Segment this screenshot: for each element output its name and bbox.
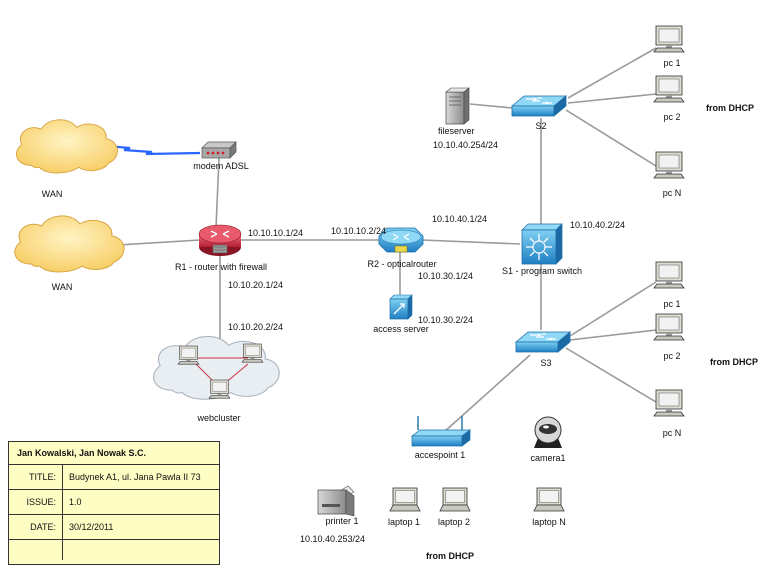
link-s2-fileserver [469, 103, 513, 109]
laptop-1-label: laptop 1 [388, 517, 420, 527]
switch-s2-icon [511, 95, 567, 117]
laptop-1-icon [389, 487, 421, 512]
issue-key: ISSUE: [9, 490, 63, 514]
accesspoint-label: accespoint 1 [415, 450, 466, 460]
issue-value: 1.0 [69, 497, 82, 507]
router-r2-icon [378, 227, 424, 253]
s2-pc-2-icon [653, 75, 685, 103]
webcluster-server-3-icon [208, 379, 231, 399]
wan-top-label: WAN [42, 189, 63, 199]
s3-pc-2-icon [653, 313, 685, 341]
fileserver-label: fileserver [438, 126, 475, 136]
router-r2-ip-right: 10.10.40.1/24 [432, 214, 487, 224]
switch-s1-icon [521, 223, 563, 265]
empty-key [9, 540, 63, 560]
link-s2-pc1 [567, 47, 657, 99]
link-s2-pc2 [567, 93, 657, 104]
webcluster-server-1-icon [177, 345, 200, 365]
router-r1-ip-right: 10.10.10.1/24 [248, 228, 303, 238]
wireless-link-icon [105, 144, 201, 156]
switch-s3-icon [515, 331, 571, 353]
access-server-label: access server [373, 324, 429, 334]
wan-mid-label: WAN [52, 282, 73, 292]
fileserver-icon [445, 87, 470, 125]
laptop-n-icon [533, 487, 565, 512]
switch-s3-label: S3 [540, 358, 551, 368]
printer-ip: 10.10.40.253/24 [300, 534, 365, 544]
link-r2-s1 [421, 239, 521, 245]
date-value: 30/12/2011 [69, 522, 114, 532]
s3-dhcp-label: from DHCP [710, 357, 758, 367]
router-r1-icon [198, 224, 242, 256]
access-server-icon [389, 294, 413, 320]
link-s2-pcn [565, 109, 657, 167]
title-row: TITLE: Budynek A1, ul. Jana Pawla II 73 [9, 465, 219, 490]
date-key: DATE: [9, 515, 63, 539]
fileserver-ip: 10.10.40.254/24 [433, 140, 498, 150]
s3-pc-n-label: pc N [663, 428, 682, 438]
s2-pc-1-icon [653, 25, 685, 53]
access-server-ip: 10.10.30.2/24 [418, 315, 473, 325]
accesspoint-icon [410, 416, 472, 447]
empty-row [9, 540, 219, 560]
s2-pc-2-label: pc 2 [663, 112, 680, 122]
router-r2-ip-down: 10.10.30.1/24 [418, 271, 473, 281]
bottom-dhcp-label: from DHCP [426, 551, 474, 561]
router2-label: R2 - opticalrouter [367, 259, 436, 269]
link-wan-r1 [117, 239, 201, 246]
wan-cloud-top [15, 119, 118, 174]
camera-label: camera1 [530, 453, 565, 463]
s2-pc-n-label: pc N [663, 188, 682, 198]
webcluster-label: webcluster [196, 413, 240, 423]
s3-pc-2-label: pc 2 [663, 351, 680, 361]
laptop-n-label: laptop N [532, 517, 566, 527]
laptop-2-label: laptop 2 [438, 517, 470, 527]
title-value: Budynek A1, ul. Jana Pawla II 73 [69, 472, 201, 482]
webcluster-ip: 10.10.20.2/24 [228, 322, 283, 332]
switch-s2-label: S2 [535, 121, 546, 131]
webcluster-server-2-icon [241, 343, 264, 363]
title-key: TITLE: [9, 465, 63, 489]
empty-value [63, 540, 69, 560]
printer-icon [317, 485, 355, 517]
switch-s1-label: S1 - program switch [502, 266, 582, 276]
issue-row: ISSUE: 1.0 [9, 490, 219, 515]
links [117, 47, 657, 433]
printer-label: printer 1 [325, 516, 358, 526]
link-s3-pc1 [569, 281, 657, 337]
link-s3-pc2 [569, 329, 657, 341]
router-r2-ip-left: 10.10.10.2/24 [331, 226, 386, 236]
title-block: Jan Kowalski, Jan Nowak S.C. TITLE: Budy… [8, 441, 220, 565]
switch-s1-ip: 10.10.40.2/24 [570, 220, 625, 230]
date-row: DATE: 30/12/2011 [9, 515, 219, 540]
title-block-header: Jan Kowalski, Jan Nowak S.C. [9, 442, 219, 465]
laptop-2-icon [439, 487, 471, 512]
s3-pc-n-icon [653, 389, 685, 417]
router-r1-label: R1 - router with firewall [175, 262, 267, 272]
modem-icon [201, 141, 237, 159]
camera-icon [534, 416, 562, 448]
link-s3-pcn [565, 347, 657, 403]
s3-pc-1-label: pc 1 [663, 299, 680, 309]
modem-label: modem ADSL [193, 161, 249, 171]
link-s3-accesspoint [443, 354, 531, 433]
wan-cloud-mid [14, 215, 125, 273]
s2-pc-1-label: pc 1 [663, 58, 680, 68]
s2-pc-n-icon [653, 151, 685, 179]
link-r1-modem [215, 157, 220, 229]
s3-pc-1-icon [653, 261, 685, 289]
s2-dhcp-label: from DHCP [706, 103, 754, 113]
router-r1-ip-down: 10.10.20.1/24 [228, 280, 283, 290]
